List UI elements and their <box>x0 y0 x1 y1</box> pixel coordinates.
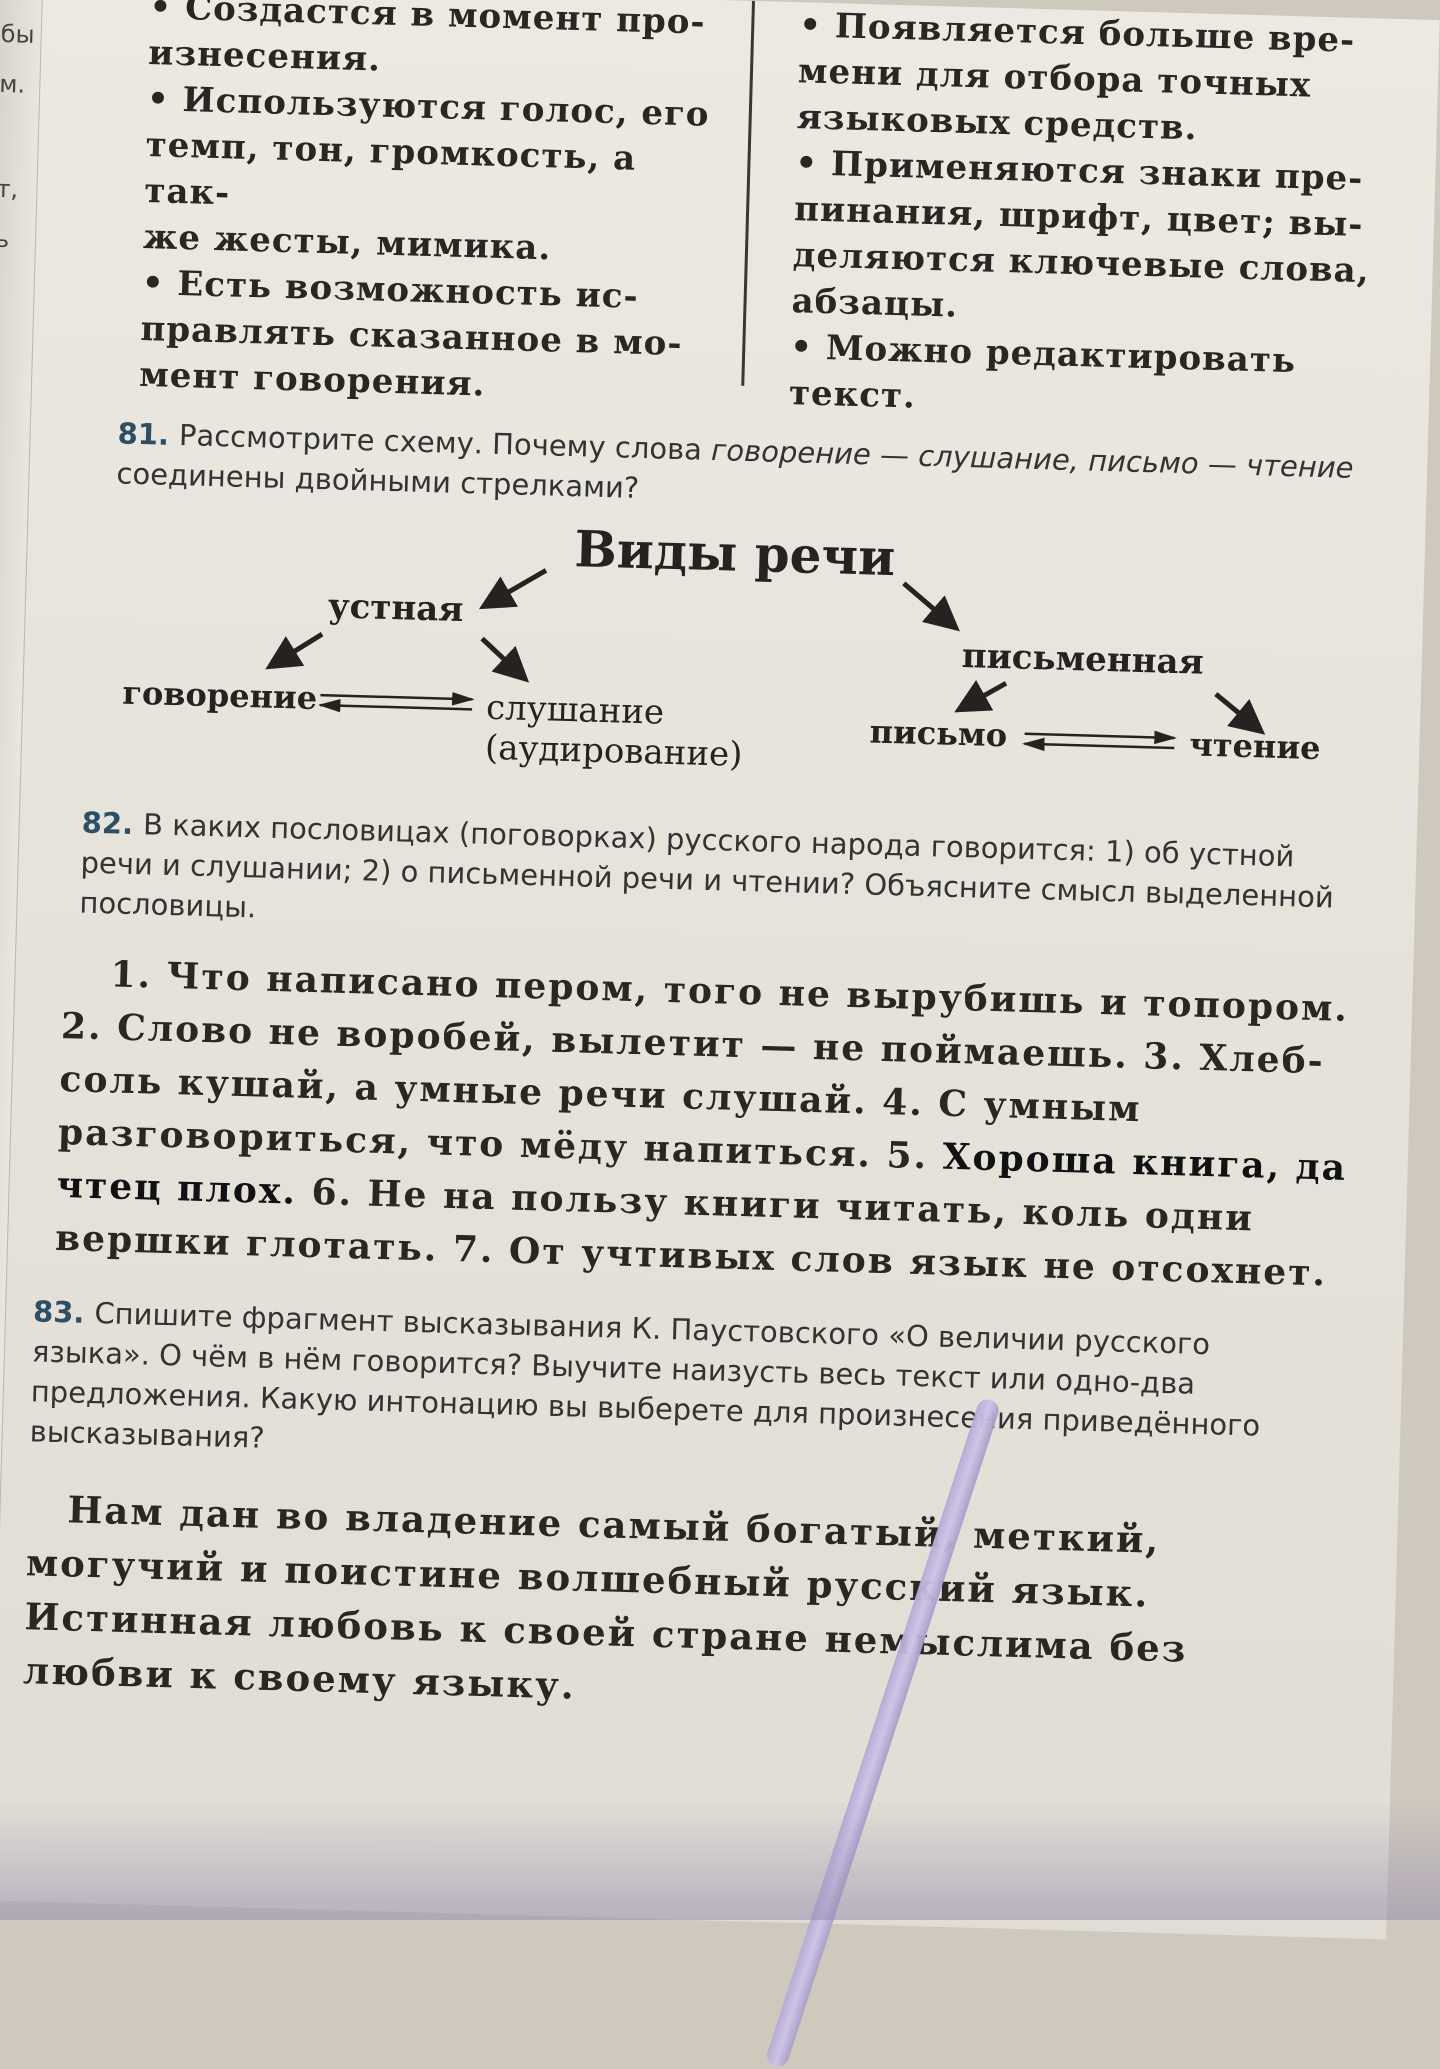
exercise-83: 83.Спишите фрагмент высказывания К. Паус… <box>29 1291 1333 1487</box>
exercise-italic-words: говорение — слушание, письмо — чтение <box>710 432 1355 485</box>
diagram-node-reading: чтение <box>1189 725 1321 767</box>
text-line: темп, тон, громкость, а так- <box>143 125 637 214</box>
arrow-to-speaking <box>265 632 324 670</box>
arrow-to-writing <box>954 680 1008 713</box>
diagram-node-listening-alt: (аудирование) <box>484 728 743 775</box>
column-divider <box>741 0 755 386</box>
proverbs-paragraph: 1. Что написано пером, того не вырубишь … <box>54 947 1352 1301</box>
double-arrow-speaking-listening-left <box>317 698 473 713</box>
diagram-svg: Виды речи устная письменная говорение сл… <box>122 519 1321 775</box>
exercise-number: 83. <box>32 1294 85 1330</box>
exercise-text: Спишите фрагмент высказывания К. Паустов… <box>29 1296 1261 1455</box>
exercise-number: 81. <box>117 416 170 452</box>
exercise-text: соединены двойными стрелками? <box>116 456 640 505</box>
edge-fragment: бы <box>0 19 35 49</box>
paustovsky-quote: Нам дан во владение самый богатый, метки… <box>22 1487 1188 1708</box>
arrow-to-listening <box>480 636 530 683</box>
double-arrow-writing-reading-left <box>1022 737 1175 752</box>
double-arrow-speaking-listening-right <box>320 692 475 706</box>
diagram-node-writing: письмо <box>869 712 1008 754</box>
edge-fragment: м. <box>0 69 26 99</box>
edge-fragment: ь <box>0 224 10 254</box>
edge-fragment: т, <box>0 174 19 204</box>
textbook-page: бы м. т, ь • Создастся в момент про- изн… <box>0 0 1440 1940</box>
arrow-to-written <box>902 581 960 632</box>
diagram-node-speaking: говорение <box>122 674 318 717</box>
double-arrow-writing-reading-right <box>1024 730 1177 745</box>
exercise-82: 82.В каких пословицах (поговорках) русск… <box>79 803 1347 958</box>
oral-speech-features-column: • Создастся в момент про- изнесения. • И… <box>139 0 720 414</box>
exercise-text: В каких пословицах (поговорках) русского… <box>79 807 1335 925</box>
diagram-node-oral: устная <box>327 586 464 630</box>
speech-types-diagram: Виды речи устная письменная говорение сл… <box>108 503 1355 818</box>
arrow-to-oral <box>478 568 548 610</box>
written-speech-features-column: • Появляется больше вре- мени для отбора… <box>788 2 1379 432</box>
exercise-number: 82. <box>81 805 134 841</box>
diagram-title: Виды речи <box>574 519 896 587</box>
diagram-node-listening: слушание <box>486 688 665 733</box>
bottom-shadow <box>0 1800 1440 1920</box>
proverbs-list: 1. Что написано пером, того не вырубишь … <box>54 947 1352 1301</box>
diagram-node-written: письменная <box>961 636 1204 683</box>
arrow-to-reading <box>1214 692 1266 735</box>
